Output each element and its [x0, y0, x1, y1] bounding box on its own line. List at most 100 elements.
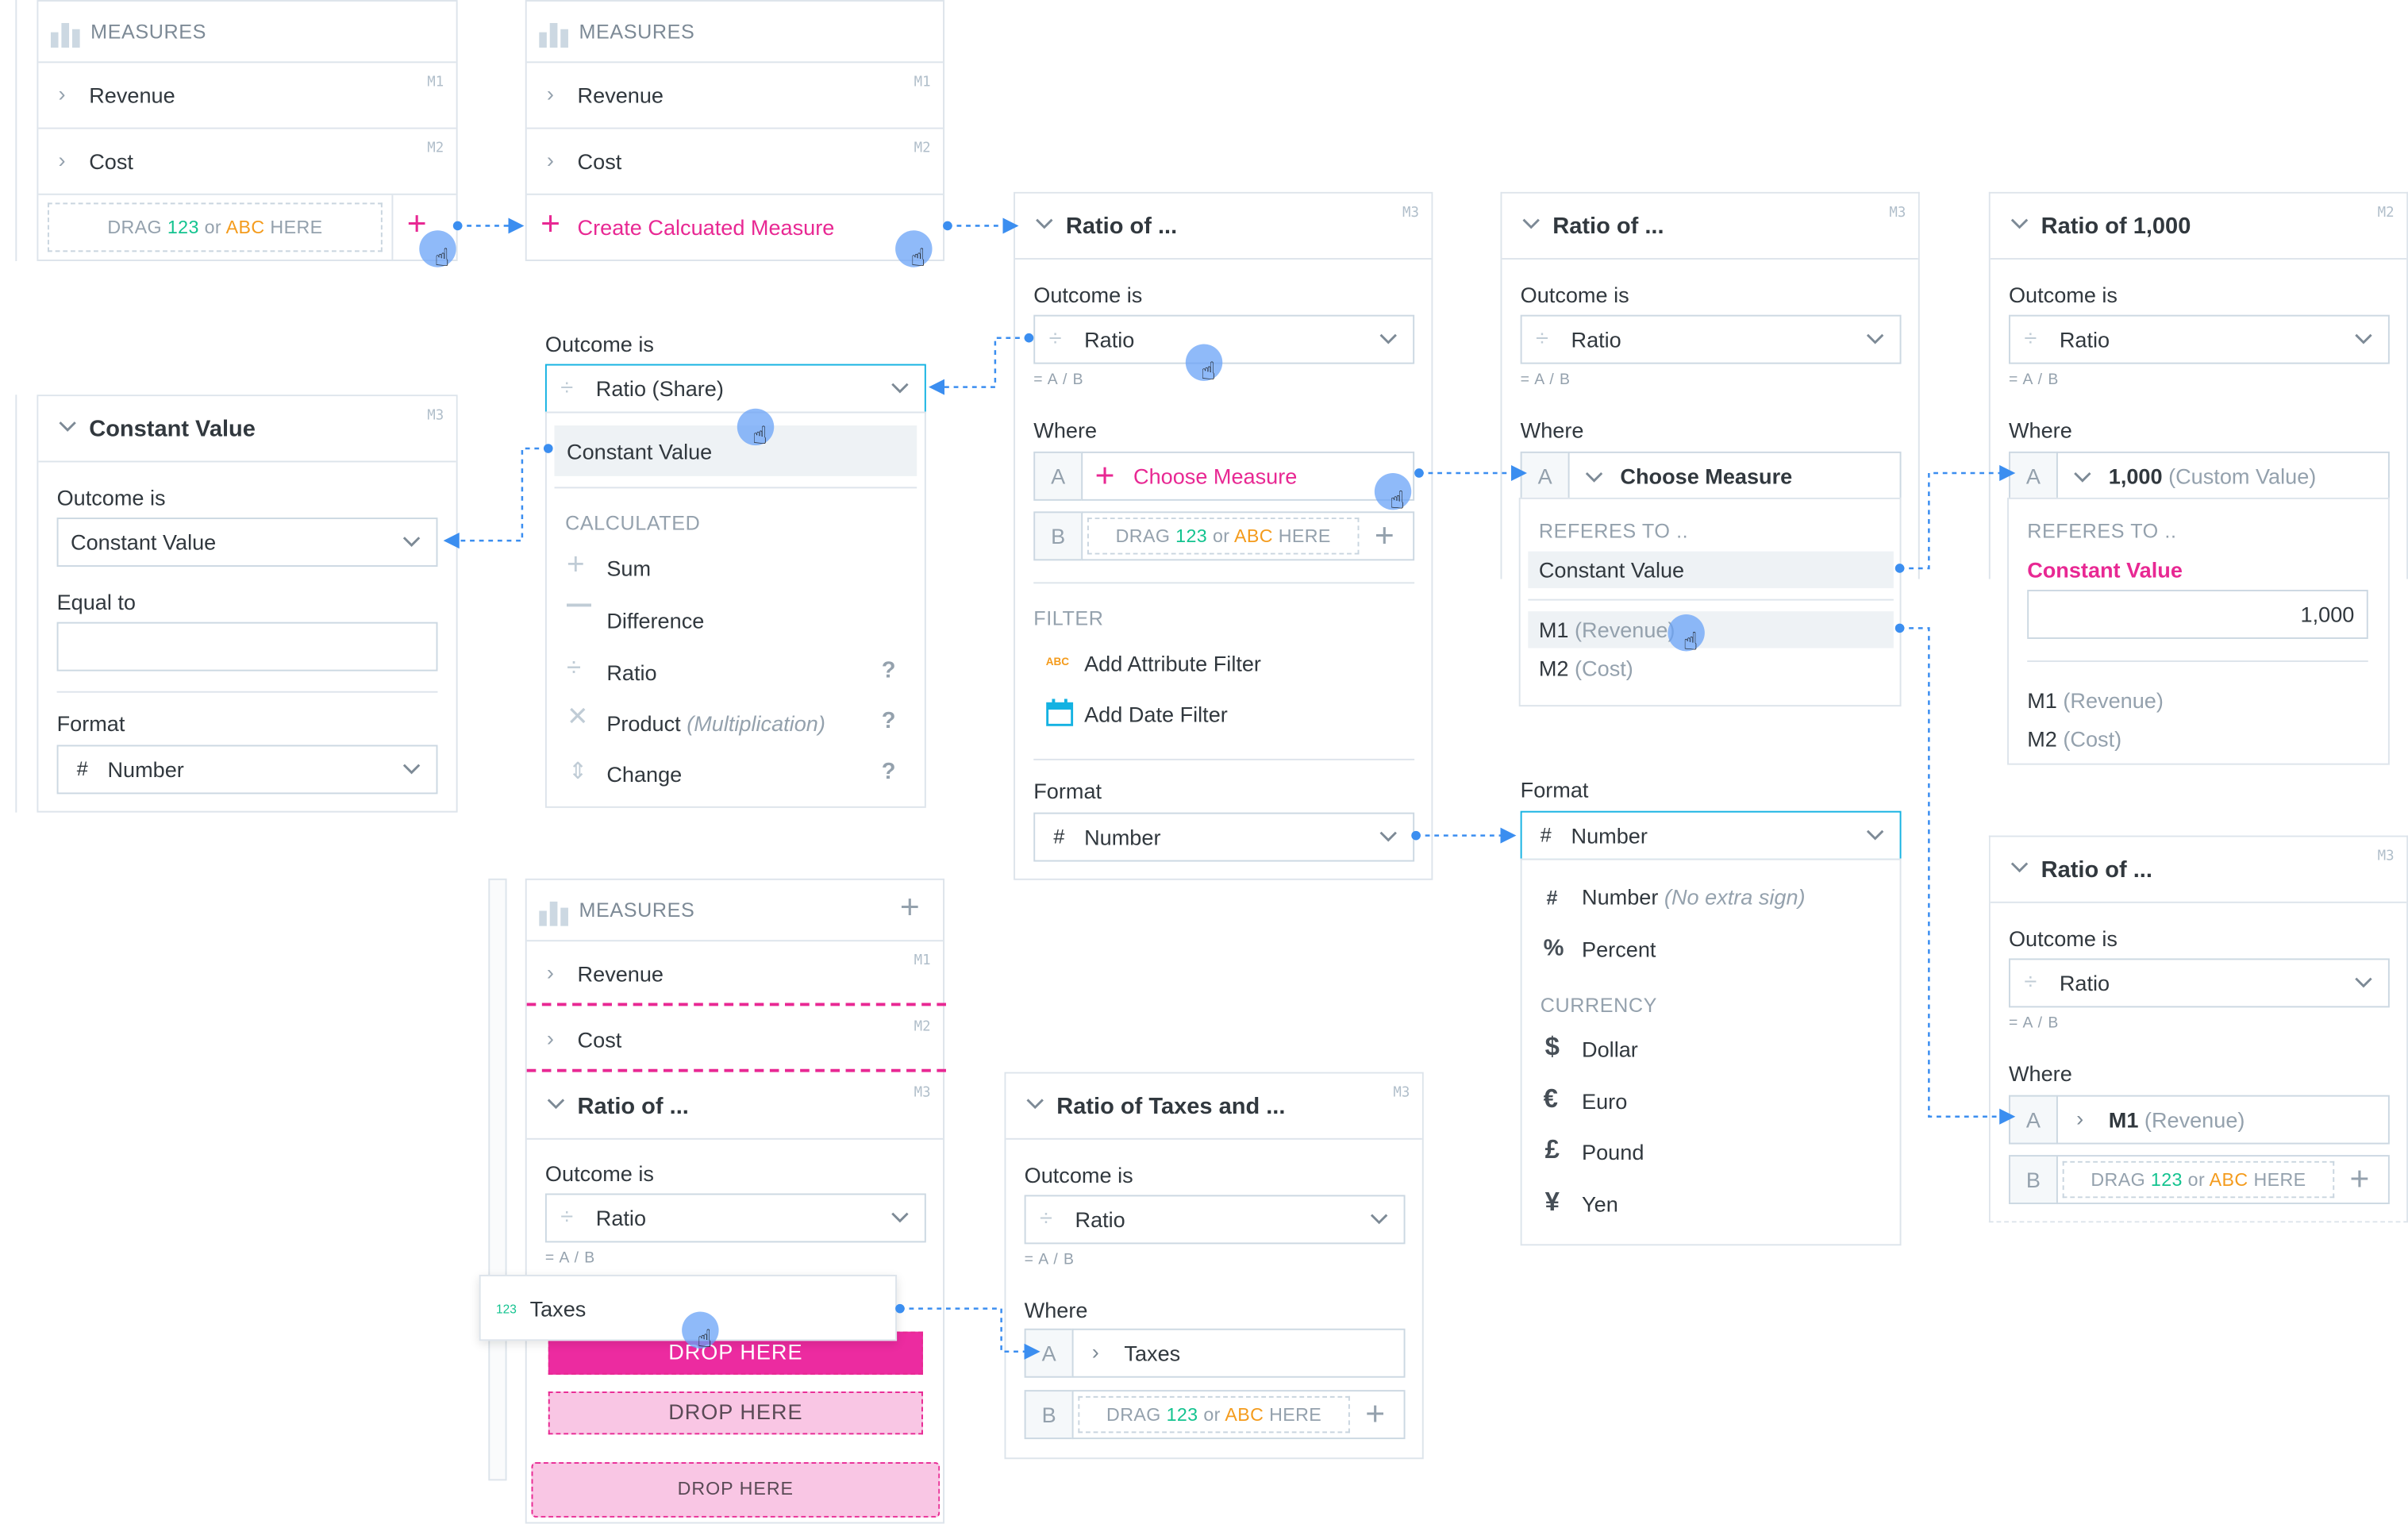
chevron-down-icon — [402, 764, 421, 775]
format-select[interactable]: # Number — [56, 745, 438, 795]
drag-drop-zone[interactable]: DRAG 123 or ABC HERE — [2062, 1160, 2335, 1199]
option-pound[interactable]: Pound — [1582, 1139, 1644, 1164]
outcome-select[interactable]: ÷ Ratio — [2008, 958, 2390, 1008]
drag-drop-zone[interactable]: DRAG 123 or ABC HERE — [1078, 1395, 1350, 1434]
ratio-measure-header[interactable]: Ratio of ... M3 — [526, 1074, 944, 1140]
option-product[interactable]: Product (Multiplication) — [606, 711, 825, 736]
slot-a-measure[interactable]: › M1 (Revenue) — [2056, 1095, 2390, 1145]
panel-header[interactable]: Ratio of ... M3 — [1015, 193, 1432, 260]
option-number[interactable]: Number (No extra sign) — [1582, 885, 1806, 910]
outcome-select[interactable]: ÷ Ratio — [2008, 314, 2390, 364]
outcome-select[interactable]: ÷ Ratio — [1033, 314, 1415, 364]
option-m2[interactable]: M2 (Cost) — [2027, 726, 2121, 751]
option-sum[interactable]: Sum — [606, 556, 652, 581]
constant-value-option[interactable]: Constant Value — [2027, 557, 2183, 583]
constant-value-input[interactable]: 1,000 — [2027, 590, 2368, 639]
drag-measures-panel: MEASURES + › Revenue M1 › Cost M2 Ratio … — [525, 878, 946, 1524]
measure-item-revenue[interactable]: › Revenue M1 — [527, 941, 943, 1007]
custom-value-hint: (Custom Value) — [2168, 464, 2317, 489]
choose-measure-slot[interactable]: + Choose Measure — [1081, 451, 1415, 501]
drag-or: or — [1203, 1403, 1221, 1426]
add-attribute-filter-button[interactable]: Add Attribute Filter — [1084, 651, 1261, 676]
divide-icon: ÷ — [2024, 968, 2037, 995]
scrollbar[interactable] — [488, 878, 507, 1481]
chevron-down-icon — [2355, 333, 2372, 344]
measure-item-revenue[interactable]: › Revenue M1 — [38, 63, 456, 129]
outcome-value: Ratio — [595, 1205, 647, 1230]
outcome-select[interactable]: ÷ Ratio — [1520, 314, 1902, 364]
yen-icon: ¥ — [1544, 1187, 1560, 1217]
add-measure-button[interactable]: + — [406, 204, 427, 243]
option-constant-value[interactable]: Constant Value — [567, 439, 713, 464]
option-dollar[interactable]: Dollar — [1582, 1037, 1638, 1062]
drag-num: 123 — [167, 216, 199, 238]
measure-item-cost[interactable]: › Cost M2 — [38, 129, 456, 195]
option-euro[interactable]: Euro — [1582, 1088, 1628, 1114]
drag-drop-zone[interactable]: DRAG 123 or ABC HERE — [47, 202, 383, 252]
outcome-select[interactable]: ÷ Ratio (Share) — [544, 364, 926, 414]
option-m2[interactable]: M2 (Cost) — [1539, 656, 1633, 680]
option-yen[interactable]: Yen — [1582, 1191, 1618, 1217]
chevron-down-icon — [1026, 1099, 1044, 1110]
format-value: Number — [107, 756, 184, 782]
option-m1[interactable]: M1 (Revenue) — [2027, 688, 2164, 713]
drop-zone-bottom[interactable]: DROP HERE — [531, 1462, 941, 1518]
slot-a-measure[interactable]: › Taxes — [1071, 1328, 1406, 1378]
help-icon[interactable]: ? — [881, 657, 896, 684]
panel-header[interactable]: Ratio of Taxes and ... M3 — [1006, 1073, 1422, 1140]
hash-icon: # — [1546, 886, 1558, 910]
drag-drop-zone[interactable]: DRAG 123 or ABC HERE — [1087, 518, 1360, 555]
equal-to-input[interactable] — [56, 622, 438, 672]
custom-value-select[interactable]: 1,000 (Custom Value) — [2056, 451, 2390, 501]
measure-item-revenue[interactable]: › Revenue M1 — [526, 63, 944, 129]
constant-value-panel: Constant Value M3 Outcome is Constant Va… — [37, 394, 458, 813]
drag-abc: ABC — [1233, 525, 1273, 547]
plus-sign-icon: + — [567, 548, 585, 583]
create-calculated-measure-button[interactable]: Create Calcuated Measure — [577, 214, 835, 240]
drag-num: 123 — [1175, 525, 1208, 547]
where-label: Where — [1024, 1298, 1088, 1323]
currency-section: CURRENCY — [1540, 993, 1658, 1017]
measure-tag: M3 — [1402, 206, 1419, 221]
formula-text: = A / B — [1033, 371, 1084, 389]
add-measure-button[interactable]: + — [899, 887, 920, 926]
help-icon[interactable]: ? — [881, 758, 896, 785]
panel-header[interactable]: Ratio of 1,000 M2 — [1990, 193, 2407, 260]
add-button[interactable]: + — [1374, 516, 1394, 555]
chevron-right-icon: › — [58, 81, 66, 106]
outcome-select[interactable]: Constant Value — [56, 518, 438, 568]
refers-section: REFERES TO .. — [1538, 519, 1689, 543]
panel-title: Ratio of 1,000 — [2041, 213, 2191, 240]
panel-header[interactable]: Constant Value M3 — [38, 396, 456, 463]
slot-b-label: B — [2008, 1155, 2058, 1205]
measures-title: MEASURES — [579, 20, 695, 44]
outcome-select[interactable]: ÷ Ratio — [1024, 1195, 1406, 1245]
option-constant-value[interactable]: Constant Value — [1538, 557, 1685, 583]
option-m1[interactable]: M1 (Revenue) — [1539, 618, 1675, 642]
option-percent[interactable]: Percent — [1582, 937, 1656, 962]
help-icon[interactable]: ? — [881, 708, 896, 734]
panel-title: Ratio of ... — [1065, 213, 1178, 240]
panel-header[interactable]: Ratio of ... M3 — [1990, 837, 2407, 903]
outcome-value: Ratio — [1571, 327, 1621, 352]
drop-zone[interactable]: DROP HERE — [548, 1391, 923, 1435]
measure-item-cost[interactable]: › Cost M2 — [527, 1007, 943, 1073]
option-change[interactable]: Change — [606, 761, 683, 787]
add-button[interactable]: + — [1365, 1394, 1386, 1434]
format-select[interactable]: # Number — [1520, 810, 1902, 860]
add-date-filter-button[interactable]: Add Date Filter — [1084, 702, 1228, 727]
choose-measure-select[interactable]: Choose Measure — [1568, 451, 1902, 501]
drag-suffix: HERE — [2253, 1168, 2306, 1191]
outcome-label: Outcome is — [544, 331, 654, 356]
panel-header[interactable]: Ratio of ... M3 — [1502, 193, 1918, 260]
ratio-panel-1: Ratio of ... M3 Outcome is ÷ Ratio = A /… — [1014, 191, 1433, 880]
option-difference[interactable]: Difference — [606, 608, 705, 633]
measure-item-cost[interactable]: › Cost M2 — [526, 129, 944, 195]
option-ratio[interactable]: Ratio — [606, 660, 657, 686]
add-button[interactable]: + — [2349, 1159, 2370, 1199]
drag-text: DRAG — [2091, 1168, 2146, 1191]
format-select[interactable]: # Number — [1033, 812, 1415, 862]
cursor-hand-icon: ☝ — [419, 230, 456, 271]
cursor-hand-icon: ☝ — [1374, 472, 1412, 514]
outcome-select[interactable]: ÷ Ratio — [544, 1193, 926, 1243]
